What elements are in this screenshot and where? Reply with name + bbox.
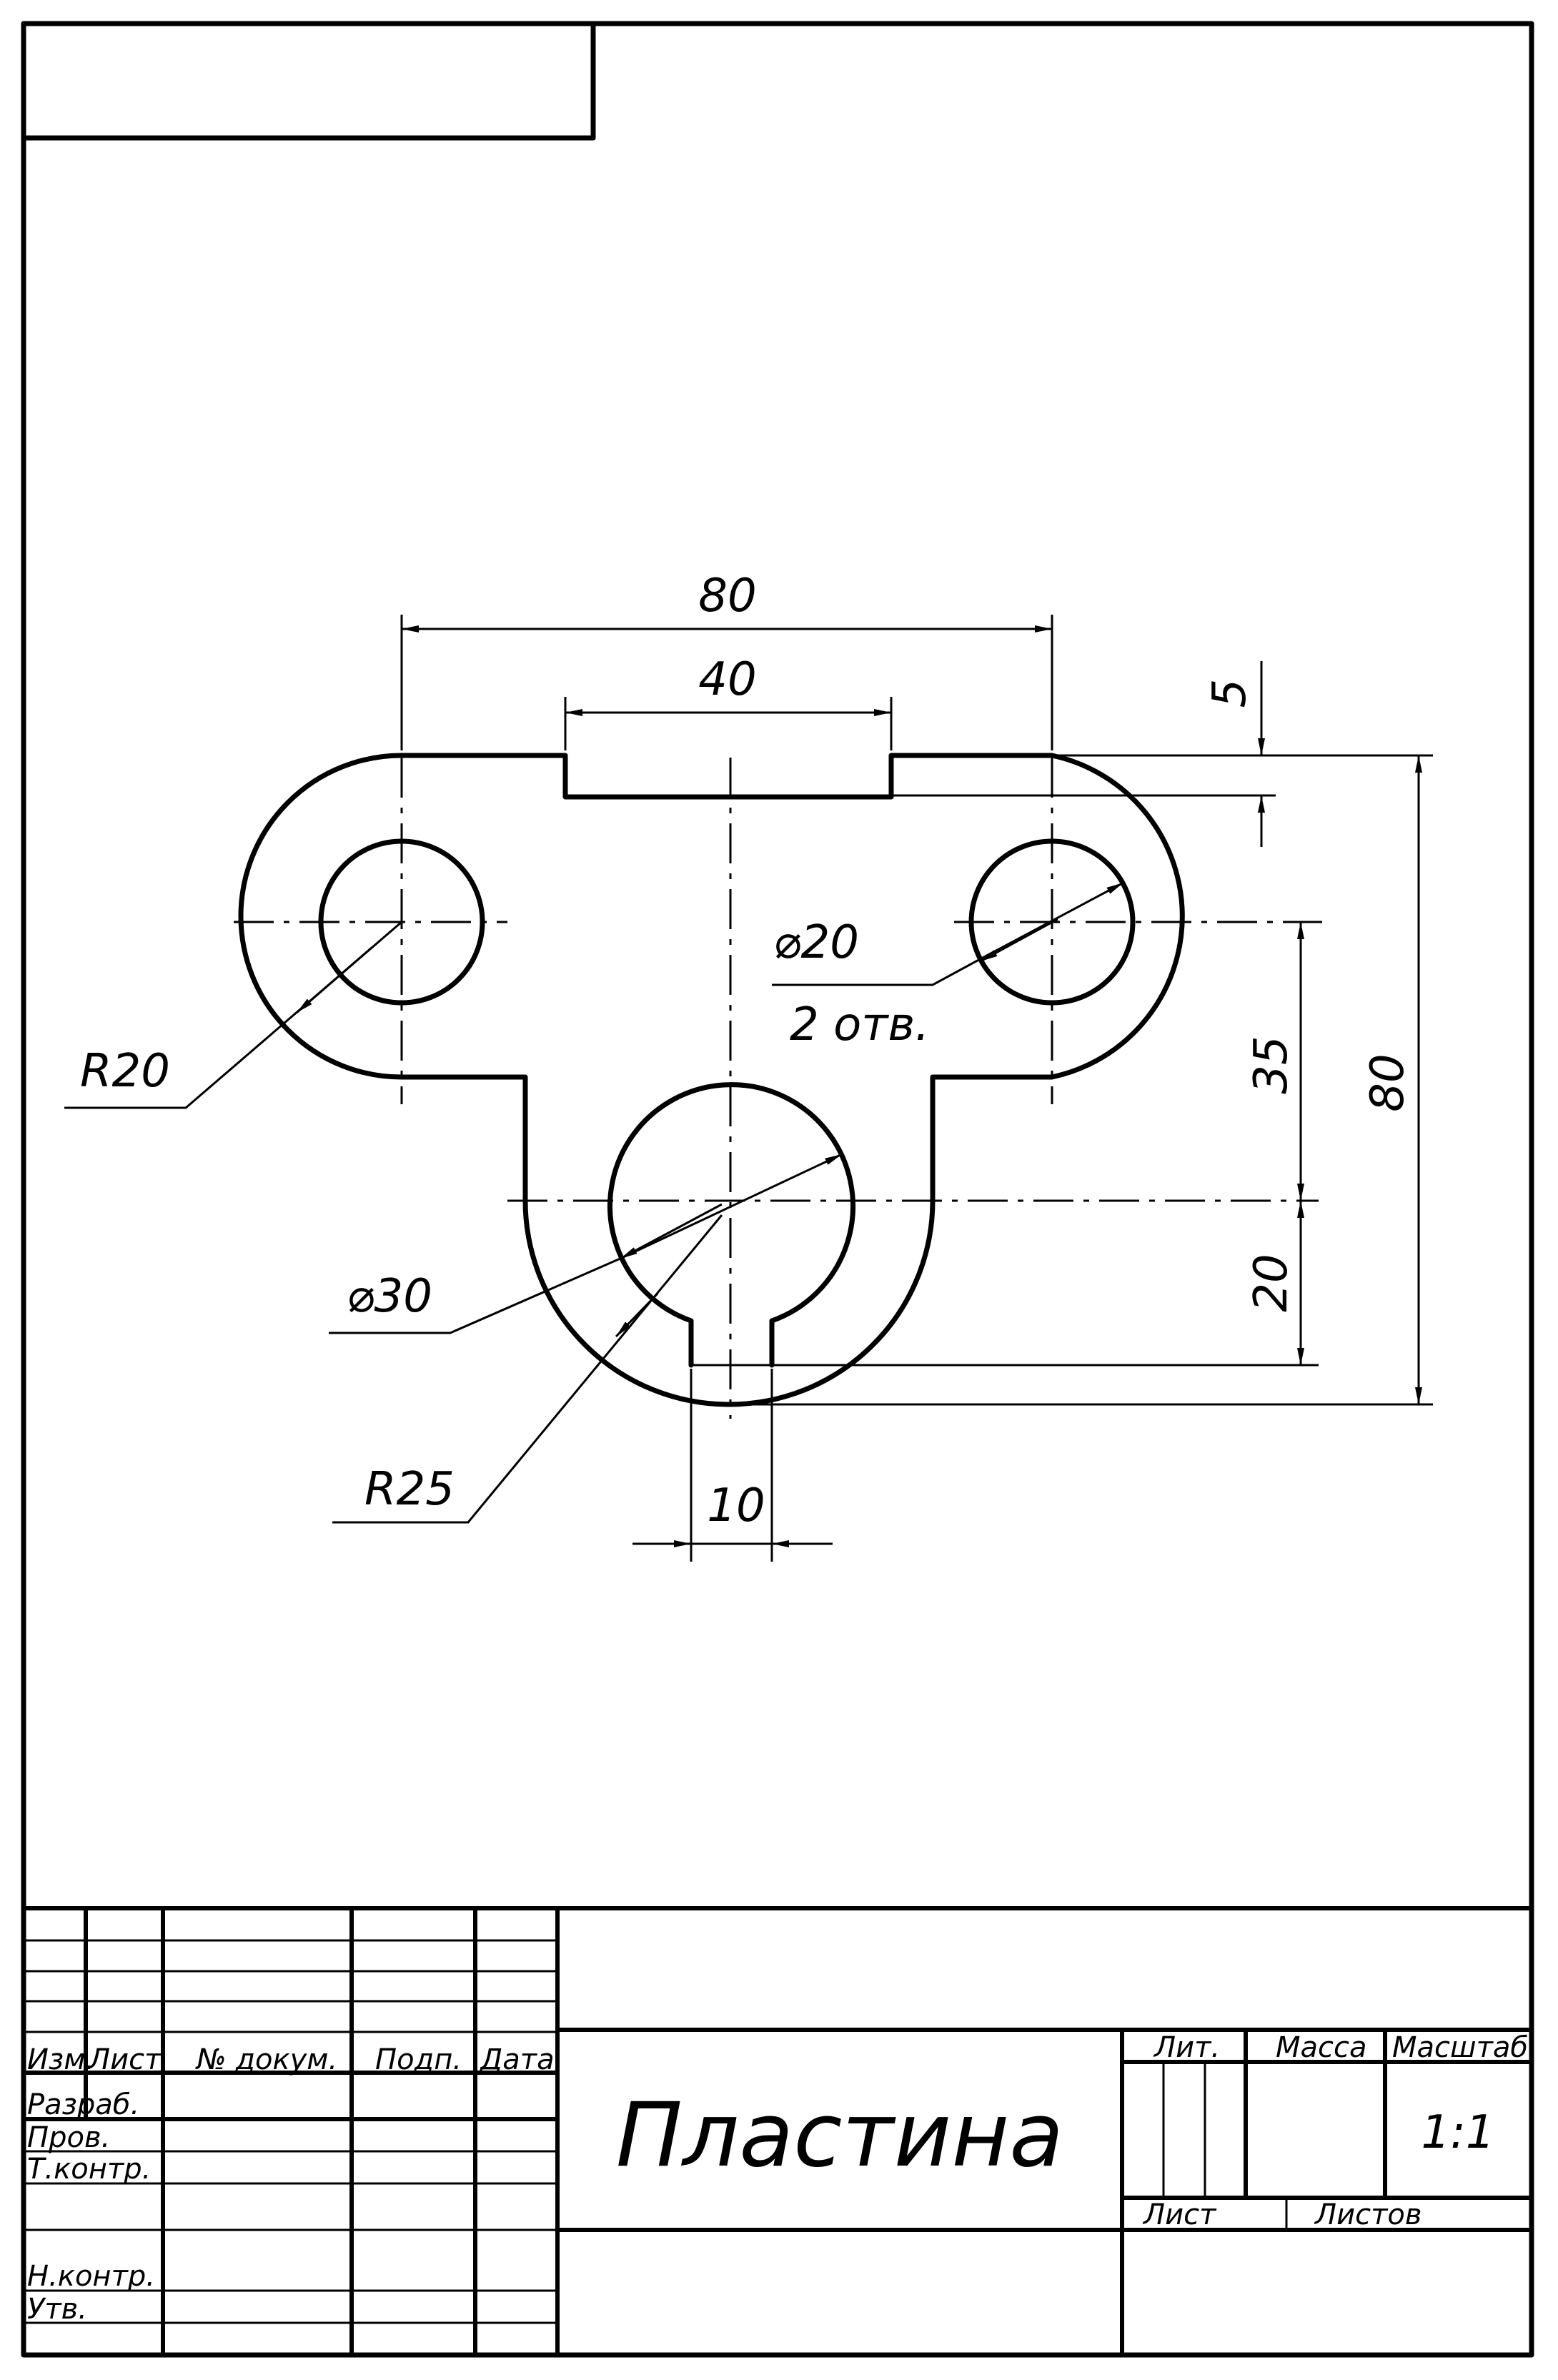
tb-header-sign: Подп. <box>375 2043 462 2076</box>
title-block <box>24 1906 1532 2355</box>
tb-role-checker: Пров. <box>27 2121 110 2154</box>
hole-center-keyed <box>607 1082 855 1368</box>
tb-sheet-label: Лист <box>1142 2198 1217 2231</box>
tb-mass-label: Масса <box>1276 2031 1367 2064</box>
dim-width-80: 80 <box>698 570 756 623</box>
dim-width-40: 40 <box>698 653 756 706</box>
tb-header-izm: Изм. <box>27 2043 94 2076</box>
dim-hole-30: ⌀30 <box>347 1270 432 1323</box>
tb-role-tech-control: Т.контр. <box>27 2153 151 2186</box>
dim-radius-25: R25 <box>364 1463 455 1516</box>
dim-height-20: 20 <box>1245 1254 1298 1312</box>
dim-radius-20: R20 <box>80 1045 170 1098</box>
dim-holes-count: 2 отв. <box>790 998 930 1051</box>
dim-slot-10: 10 <box>707 1479 765 1532</box>
dim-depth-5: 5 <box>1204 679 1256 708</box>
dim-height-80: 80 <box>1361 1053 1414 1111</box>
tb-scale-label: Масштаб <box>1392 2031 1528 2064</box>
dimension-lines <box>64 615 1433 1562</box>
tb-lit-label: Лит. <box>1153 2031 1220 2064</box>
sheet-frame <box>21 21 1534 2358</box>
center-lines <box>234 758 1322 1419</box>
tb-header-doc-no: № докум. <box>195 2043 337 2076</box>
tb-sheets-label: Листов <box>1314 2198 1421 2231</box>
top-corner-box <box>21 21 596 141</box>
tb-scale-value: 1:1 <box>1421 2106 1495 2159</box>
tb-header-list: Лист <box>87 2043 162 2076</box>
tb-role-approved: Утв. <box>27 2293 87 2326</box>
dim-hole-20: ⌀20 <box>773 916 859 969</box>
tb-header-date: Дата <box>479 2043 555 2076</box>
tb-part-name: Пластина <box>616 2084 1064 2187</box>
tb-role-developer: Разраб. <box>27 2088 139 2121</box>
tb-role-norm-control: Н.контр. <box>27 2260 155 2293</box>
dim-height-35: 35 <box>1245 1036 1298 1094</box>
